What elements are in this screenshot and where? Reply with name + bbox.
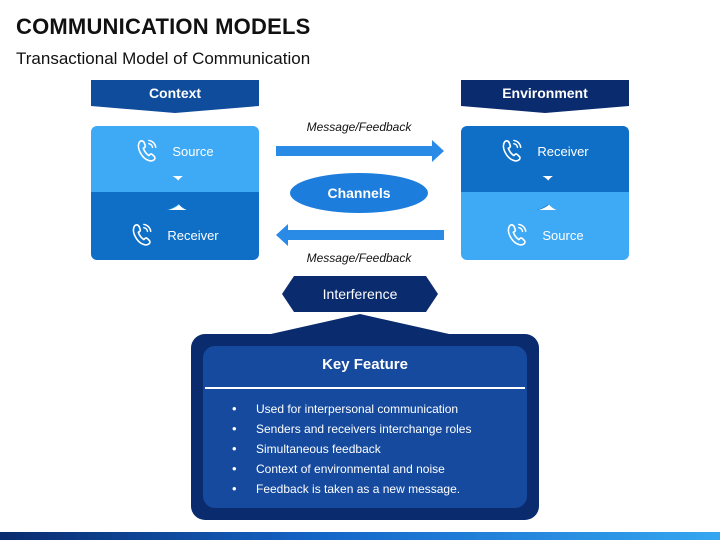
funnel-connector — [262, 314, 458, 336]
hexagon-shape — [282, 276, 438, 312]
right-source-label: Source — [542, 227, 584, 243]
interference-banner: Interference — [282, 276, 438, 312]
banner-shape — [461, 80, 629, 113]
slide-title: COMMUNICATION MODELS — [16, 14, 311, 39]
list-item: Senders and receivers interchange roles — [232, 421, 471, 441]
right-arrow — [276, 140, 444, 162]
interference-label: Interference — [322, 286, 398, 302]
right-receiver-box: Receiver — [461, 126, 629, 176]
phone-icon — [132, 223, 152, 246]
environment-banner: Environment — [461, 80, 629, 113]
left-arrow — [276, 224, 444, 246]
context-banner: Context — [91, 80, 259, 113]
list-item: Simultaneous feedback — [232, 441, 471, 461]
channels-ellipse: Channels — [290, 173, 428, 213]
message-feedback-bottom-label: Message/Feedback — [306, 251, 412, 265]
slide-subtitle: Transactional Model of Communication — [16, 49, 311, 68]
banner-shape — [91, 80, 259, 113]
bottom-accent-bar — [0, 532, 720, 540]
key-feature-divider — [205, 387, 525, 389]
left-source-label: Source — [172, 143, 214, 159]
right-receiver-label: Receiver — [537, 143, 589, 159]
right-source-box: Source — [461, 210, 629, 260]
message-feedback-top-label: Message/Feedback — [306, 120, 412, 134]
phone-icon — [508, 223, 527, 246]
key-feature-title: Key Feature — [322, 356, 408, 373]
key-feature-list: Used for interpersonal communication Sen… — [232, 401, 471, 501]
list-item: Context of environmental and noise — [232, 461, 471, 481]
left-connector-lower — [91, 192, 259, 212]
context-label: Context — [148, 84, 202, 101]
left-source-box: Source — [91, 126, 259, 176]
list-item: Used for interpersonal communication — [232, 401, 471, 421]
left-receiver-label: Receiver — [167, 227, 219, 243]
phone-icon — [502, 139, 522, 162]
list-item: Feedback is taken as a new message. — [232, 481, 471, 501]
phone-icon — [138, 139, 157, 162]
right-connector-lower — [461, 192, 629, 212]
environment-label: Environment — [502, 84, 588, 101]
left-receiver-box: Receiver — [91, 210, 259, 260]
